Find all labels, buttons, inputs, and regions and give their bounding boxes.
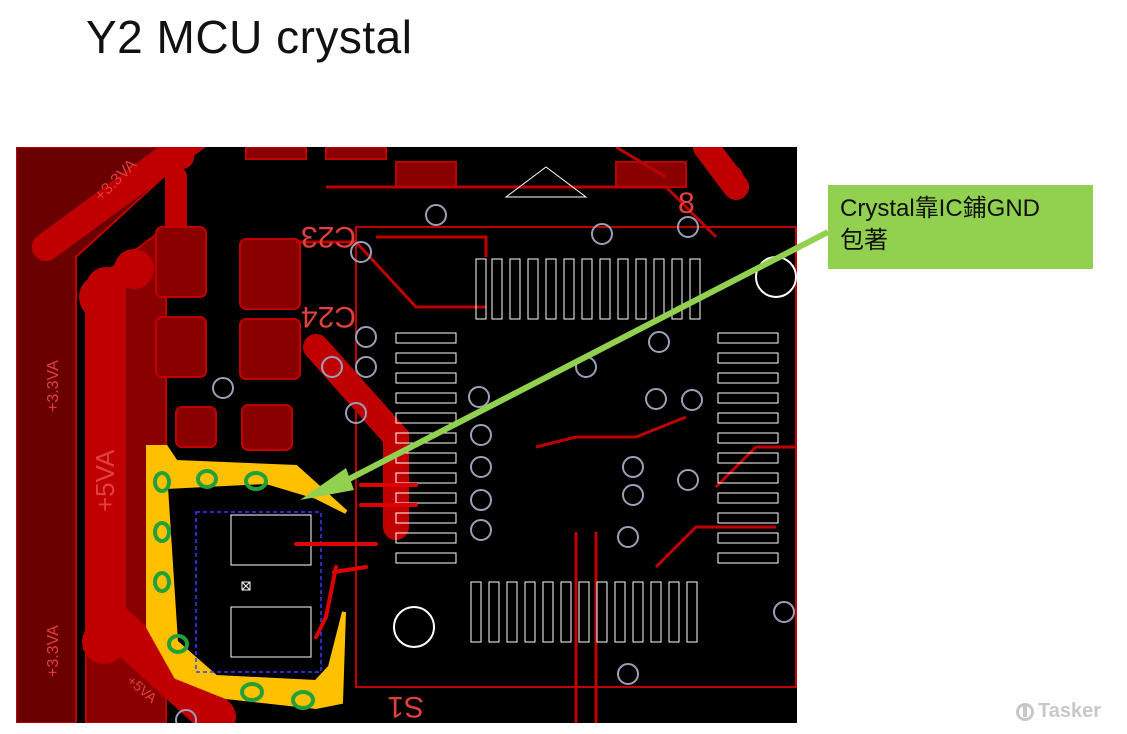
crystal-guard-ring [146, 445, 348, 710]
pcb-layout-image: +3.3VA +3.3VA +5VA +3.3VA +5VA S1 C24 C2… [16, 147, 797, 723]
callout-box: Crystal靠IC鋪GND 包著 [828, 185, 1093, 269]
large-pads [79, 147, 743, 664]
slide-title: Y2 MCU crystal [86, 11, 413, 63]
ic-pins-bottom [470, 581, 698, 643]
ic-pins-top [475, 258, 701, 320]
smd-pads [155, 147, 687, 451]
callout-line-2: 包著 [840, 227, 888, 254]
tasker-logo-icon [1016, 702, 1034, 721]
watermark: Tasker [1016, 700, 1101, 723]
ref-label-c23: C23 [301, 220, 356, 253]
callout-line-1: Crystal靠IC鋪GND [840, 195, 1041, 222]
net-label-5va-left: +5VA [90, 449, 120, 512]
ref-label-8: 8 [678, 187, 695, 220]
net-label-33va-left: +3.3VA [45, 360, 62, 412]
signal-traces [296, 147, 797, 723]
ref-label-c24: C24 [301, 300, 356, 333]
pcb-canvas: +3.3VA +3.3VA +5VA +3.3VA +5VA S1 C24 C2… [16, 147, 797, 723]
net-label-33va-bottom: +3.3VA [45, 625, 62, 677]
ref-label-s1: S1 [387, 690, 424, 723]
silk-triangle [504, 166, 588, 198]
guard-vias [153, 469, 315, 710]
crystal-y2-footprint [195, 511, 322, 673]
watermark-text: Tasker [1038, 700, 1102, 722]
